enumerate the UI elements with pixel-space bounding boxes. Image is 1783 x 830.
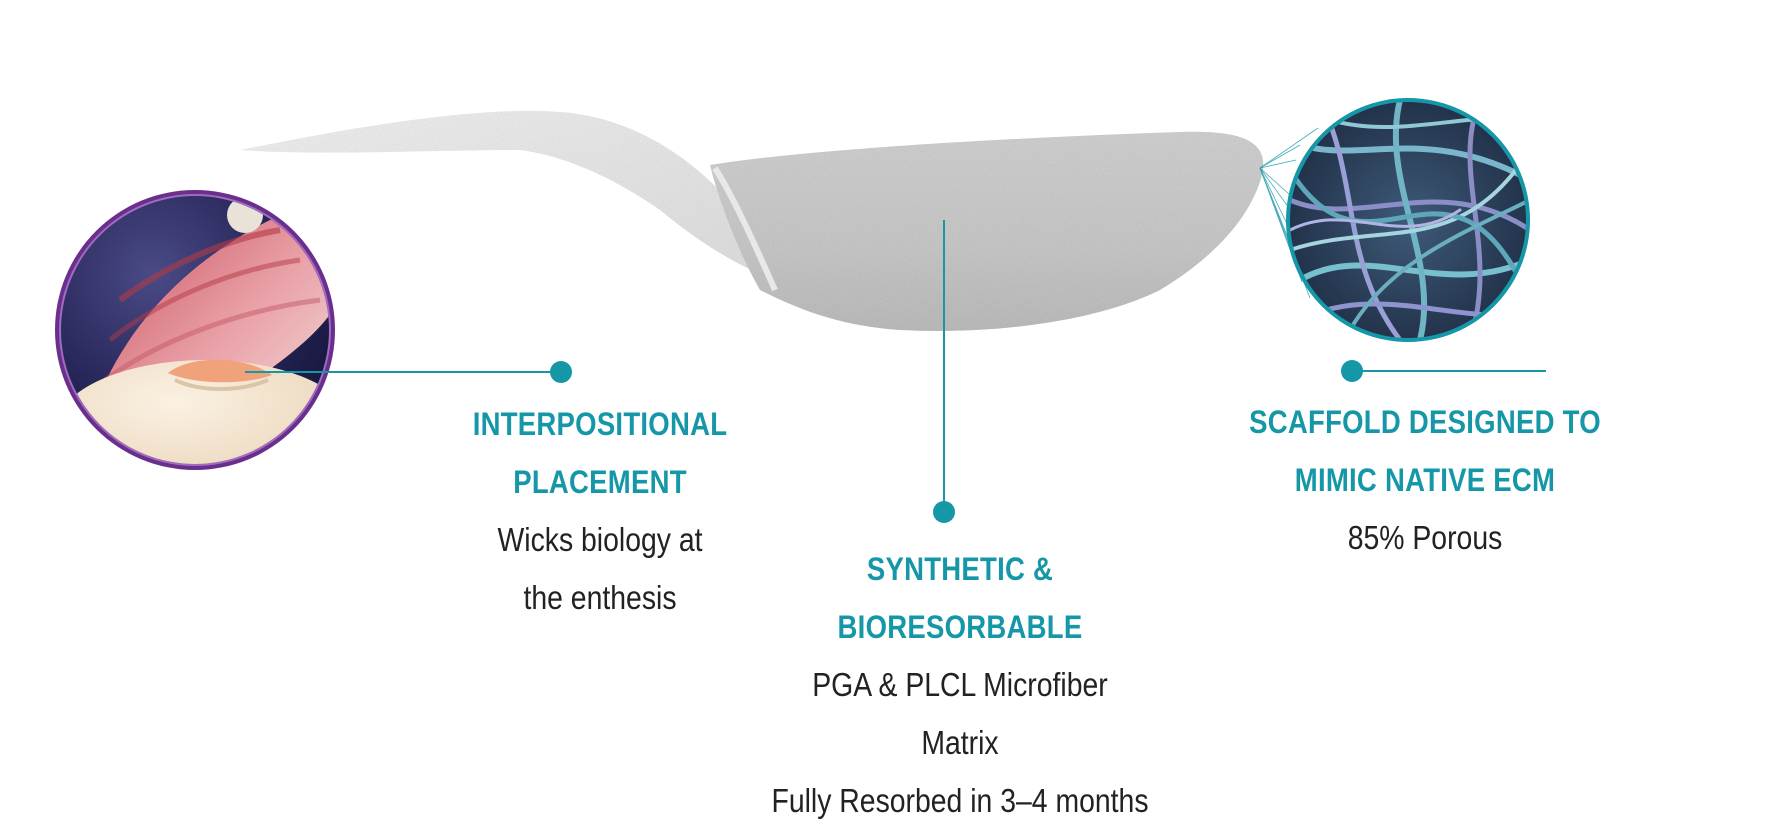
- feature-description: the enthesis: [523, 579, 677, 616]
- feature-interpositional-placement: INTERPOSITIONAL PLACEMENT Wicks biology …: [380, 395, 820, 627]
- feature-description: Wicks biology at: [497, 521, 703, 558]
- feature-headline: PLACEMENT: [513, 464, 687, 500]
- shoulder-inset-image: [55, 190, 335, 470]
- feature-scaffold-ecm: SCAFFOLD DESIGNED TO MIMIC NATIVE ECM 85…: [1165, 393, 1685, 567]
- feature-description: Fully Resorbed in 3–4 months: [771, 782, 1149, 819]
- feature-headline: SCAFFOLD DESIGNED TO: [1249, 404, 1601, 440]
- connector-left: [245, 361, 572, 383]
- feature-headline: INTERPOSITIONAL: [472, 406, 728, 442]
- scaffold-sheet-image: [240, 110, 1264, 331]
- feature-description: 85% Porous: [1347, 519, 1503, 556]
- connector-right: [1341, 360, 1546, 382]
- illustration: [55, 98, 1546, 523]
- microfiber-inset-image: [1259, 98, 1530, 342]
- feature-headline: MIMIC NATIVE ECM: [1294, 462, 1556, 498]
- feature-headline: SYNTHETIC &: [866, 551, 1054, 587]
- feature-description: PGA & PLCL Microfiber Matrix: [812, 666, 1108, 761]
- connector-center: [933, 220, 955, 523]
- feature-headline: BIORESORBABLE: [837, 609, 1083, 645]
- feature-synthetic-bioresorbable: SYNTHETIC & BIORESORBABLE PGA & PLCL Mic…: [740, 540, 1180, 830]
